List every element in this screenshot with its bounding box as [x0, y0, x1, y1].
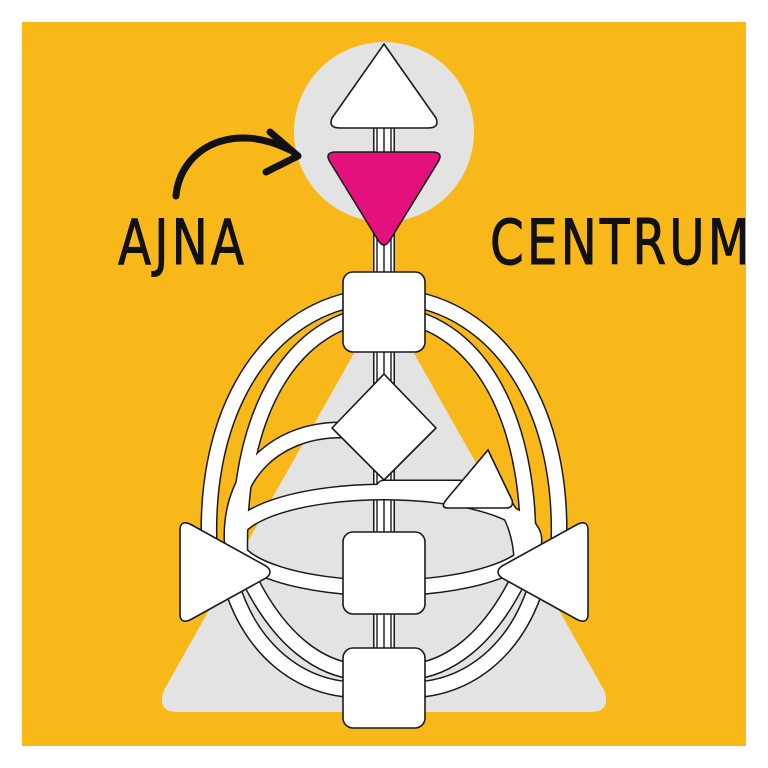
root-center: [342, 647, 426, 729]
solar-plexus-center: [497, 522, 589, 622]
spleen-center: [179, 522, 271, 622]
head-center: [330, 42, 438, 129]
ajna-center: [327, 151, 441, 246]
throat-center: [342, 271, 426, 353]
bodygraph-panel: [22, 22, 746, 746]
bodygraph-diagram: [22, 22, 746, 746]
g-center: [331, 373, 437, 481]
centrum-label: CENTRUM: [490, 206, 753, 279]
ajna-label: AJNA: [118, 206, 248, 279]
sacral-center: [342, 531, 426, 615]
ego-center: [442, 448, 514, 509]
curved-arrow-icon: [172, 128, 302, 200]
